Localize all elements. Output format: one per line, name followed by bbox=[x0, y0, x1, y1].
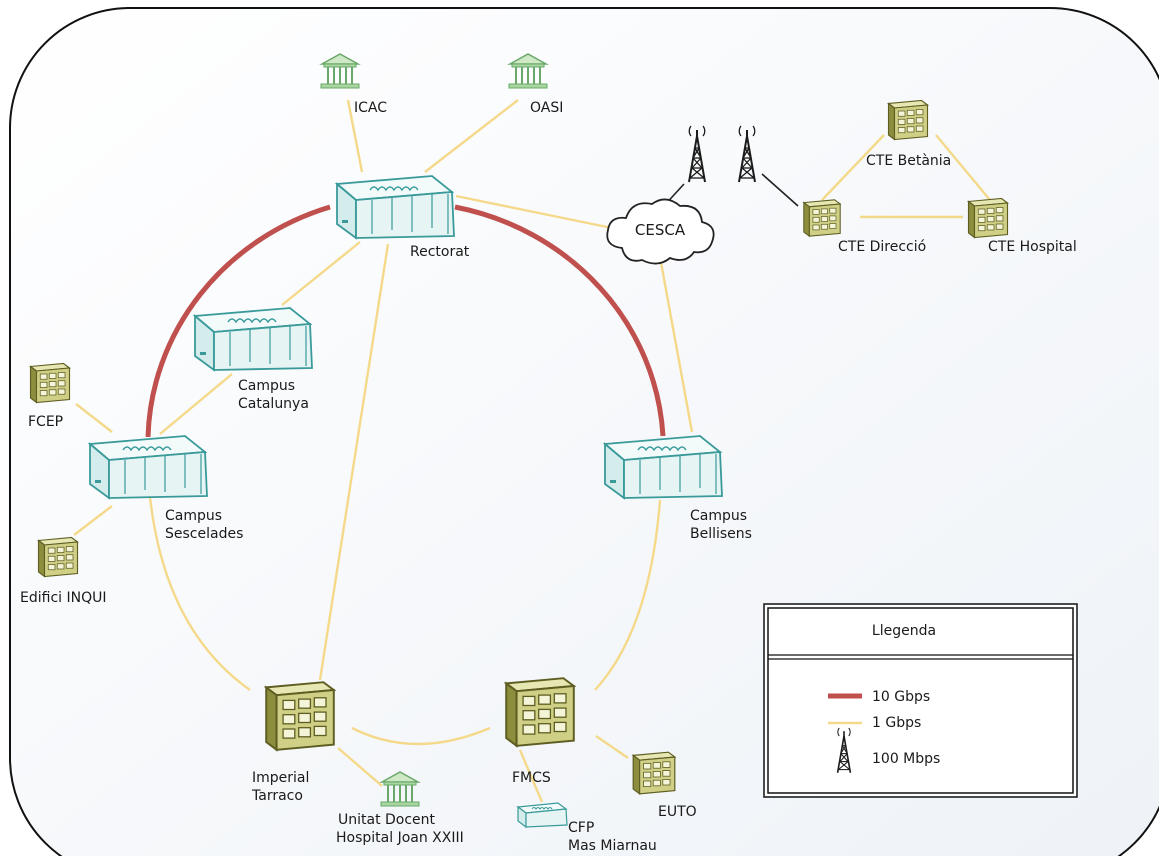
link-1g-betania-direccio bbox=[821, 134, 885, 201]
link-1g-catalunya-sescelades bbox=[159, 373, 233, 435]
building-icon bbox=[29, 362, 71, 404]
fmcs-node[interactable]: FMCS bbox=[505, 677, 575, 786]
building-icon bbox=[37, 536, 79, 578]
building-icon bbox=[505, 677, 575, 747]
legend-label: 1 Gbps bbox=[872, 715, 921, 731]
link-1g-fcep-sescelades bbox=[75, 403, 113, 433]
link-10g-rectorat-bellisens bbox=[454, 204, 666, 437]
server-rack-icon bbox=[194, 307, 313, 371]
node-label: CTE Betània bbox=[866, 153, 951, 169]
link-1g-betania-hospital bbox=[935, 134, 991, 201]
campus-catalunya-node[interactable]: Campus Catalunya bbox=[194, 307, 313, 412]
node-label: Tarraco bbox=[251, 788, 303, 804]
node-label: Unitat Docent bbox=[338, 812, 436, 828]
cfp-node[interactable]: CFP Mas Miarnau bbox=[517, 802, 657, 854]
node-label: EUTO bbox=[658, 804, 697, 820]
link-1g-oasi-rectorat bbox=[424, 99, 519, 173]
building-icon bbox=[632, 751, 676, 795]
cloud-icon bbox=[606, 198, 715, 265]
node-label: Campus bbox=[165, 508, 222, 524]
node-label: Campus bbox=[690, 508, 747, 524]
server-rack-icon bbox=[517, 802, 568, 828]
server-rack-icon bbox=[336, 175, 455, 239]
legend-title: Llegenda bbox=[872, 623, 936, 639]
cte-direccio-node[interactable]: CTE Direcció bbox=[803, 199, 926, 255]
node-label: Hospital Joan XXIII bbox=[336, 830, 464, 846]
node-label: CTE Hospital bbox=[988, 239, 1077, 255]
link-1g-bellisens-fmcs bbox=[594, 499, 662, 691]
campus-bellisens-node[interactable]: Campus Bellisens bbox=[604, 435, 752, 542]
building-icon bbox=[803, 199, 841, 237]
legend-label: 10 Gbps bbox=[872, 689, 930, 705]
building-icon bbox=[967, 197, 1009, 239]
building-icon bbox=[887, 99, 929, 141]
node-label: Campus bbox=[238, 378, 295, 394]
rectorat-node[interactable]: Rectorat bbox=[336, 175, 470, 260]
imperial-tarraco-node[interactable]: Imperial Tarraco bbox=[251, 681, 335, 804]
campus-sescelades-node[interactable]: Campus Sescelades bbox=[89, 435, 243, 542]
node-label: FMCS bbox=[512, 770, 551, 786]
euto-node[interactable]: EUTO bbox=[632, 751, 697, 820]
icac-node[interactable]: ICAC bbox=[320, 53, 387, 116]
node-label: OASI bbox=[530, 100, 563, 116]
edifici-inqui-node[interactable]: Edifici INQUI bbox=[20, 536, 106, 607]
node-label: CTE Direcció bbox=[838, 239, 926, 255]
link-1g-fmcs-euto bbox=[595, 735, 629, 759]
building-icon bbox=[265, 681, 335, 751]
link-1g-cesca-bellisens bbox=[656, 245, 694, 433]
cesca-node[interactable]: CESCA bbox=[606, 198, 715, 265]
node-label: ICAC bbox=[354, 100, 387, 116]
cte-hospital-node[interactable]: CTE Hospital bbox=[967, 197, 1077, 256]
fcep-node[interactable]: FCEP bbox=[28, 362, 71, 431]
node-label: Rectorat bbox=[410, 244, 470, 260]
legend: Llegenda 10 Gbps 1 Gbps 100 Mbps bbox=[763, 603, 1078, 798]
unitat-docent-node[interactable]: Unitat Docent Hospital Joan XXIII bbox=[336, 771, 464, 846]
link-1g-sescelades-imperial bbox=[148, 496, 251, 691]
node-label: Catalunya bbox=[238, 396, 309, 412]
link-1g-rectorat-cesca bbox=[455, 194, 613, 230]
node-label: Imperial bbox=[252, 770, 309, 786]
link-1g-imperial-fmcs bbox=[351, 726, 491, 746]
node-label: CFP bbox=[568, 820, 594, 836]
cte-betania-node[interactable]: CTE Betània bbox=[866, 99, 951, 170]
node-label: Sescelades bbox=[165, 526, 243, 542]
link-1g-icac-rectorat bbox=[346, 99, 364, 173]
link-wireless-tower-direccio bbox=[761, 173, 799, 207]
oasi-node[interactable]: OASI bbox=[508, 53, 563, 116]
node-label: Mas Miarnau bbox=[568, 838, 657, 854]
node-label: FCEP bbox=[28, 414, 63, 430]
link-1g-fmcs-cfp bbox=[518, 749, 544, 803]
node-label: Edifici INQUI bbox=[20, 590, 106, 606]
link-1g-imperial-unitat bbox=[337, 747, 383, 787]
legend-label: 100 Mbps bbox=[872, 751, 940, 767]
link-1g-rectorat-imperial bbox=[318, 243, 390, 681]
node-label: Bellisens bbox=[690, 526, 752, 542]
server-rack-icon bbox=[89, 435, 208, 499]
link-10g-sescelades-rectorat bbox=[145, 204, 331, 438]
link-1g-inqui-sescelades bbox=[73, 505, 113, 536]
node-label: CESCA bbox=[635, 221, 686, 239]
server-rack-icon bbox=[604, 435, 723, 499]
link-1g-rectorat-catalunya bbox=[281, 241, 361, 306]
